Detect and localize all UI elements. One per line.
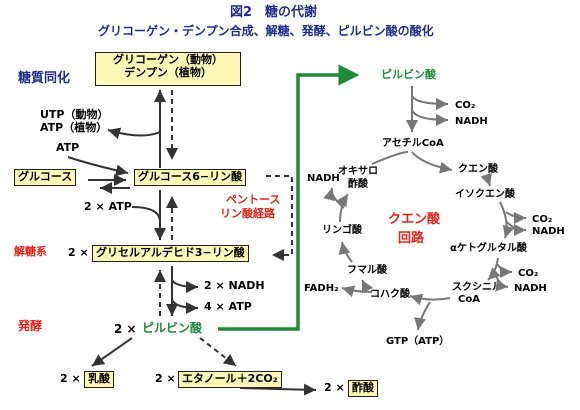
page-subtitle: グリコーゲン・デンプン合成、解糖、発酵、ピルビン酸の酸化 <box>98 24 434 38</box>
citrate-to-isocitrate-arrow <box>480 172 492 187</box>
glucose-phosphorylation-arrow <box>67 156 130 194</box>
tca-cycle-title-1: クエン酸 <box>388 212 441 227</box>
pentose-label: ペントース <box>226 193 281 206</box>
nadh-label-1: NADH <box>455 116 488 127</box>
succinyl-to-succinate-arrow <box>409 293 451 306</box>
atp-label: ATP <box>56 141 80 154</box>
glycogen-starch-box: グリコーゲン（動物） デンプン（植物） <box>95 52 241 86</box>
isocitrate-to-akg-arrow <box>499 201 515 239</box>
succinyl-label: スクシニル <box>452 282 502 293</box>
glucose-6-phosphate-box: グルコース6−リン酸 <box>134 169 247 186</box>
succinyl-coa-label: CoA <box>458 294 480 305</box>
akg-nadh-branch <box>494 273 509 292</box>
two-times-lactate-label: 2 × <box>60 372 81 385</box>
fadh2-label: FADH₂ <box>304 283 339 294</box>
oxaloacetate-label-2: 酢酸 <box>348 179 368 190</box>
atp-plant-label: ATP（植物） <box>40 121 108 134</box>
pentose-phosphate-arrow <box>266 175 293 261</box>
nadh-label-4: NADH <box>307 173 340 184</box>
two-times-g3p-label: 2 × <box>68 246 89 259</box>
ethanol-box: エタノール＋2CO₂ <box>178 371 282 388</box>
alpha-ketoglutarate-label: αケトグルタル酸 <box>450 243 527 254</box>
succinate-label: コハク酸 <box>370 289 410 300</box>
oxaloacetate-to-citrate-arrow <box>371 151 409 165</box>
ethanol-fermentation-arrow <box>199 337 237 367</box>
tca-pyruvate-label: ピルビン酸 <box>381 68 436 81</box>
gtp-label: GTP（ATP） <box>386 336 450 347</box>
glucose-box: グルコース <box>14 169 77 186</box>
acetate-box: 酢酸 <box>348 380 378 397</box>
glyceraldehyde-3-phosphate-box: グリセルアルデヒド3−リン酸 <box>92 245 249 262</box>
co2-label-1: CO₂ <box>455 100 476 111</box>
co2-label-3: CO₂ <box>518 268 539 279</box>
two-atp-label: 2 × ATP <box>84 200 132 213</box>
section-glycolysis: 解糖系 <box>14 245 47 258</box>
co2-label-2: CO₂ <box>532 214 553 225</box>
utp-animal-label: UTP（動物） <box>40 108 109 121</box>
glycogen-label: グリコーゲン（動物） <box>113 53 223 66</box>
gtp-branch <box>414 301 431 331</box>
malate-nadh-branch <box>323 187 345 209</box>
lactate-box: 乳酸 <box>84 371 114 388</box>
nadh-label-2: NADH <box>532 226 565 237</box>
two-nadh-label: 2 × NADH <box>204 279 265 292</box>
isocitrate-co2-branch <box>505 211 527 224</box>
oxaloacetate-label-1: オキサロ <box>338 166 378 177</box>
akg-to-succinyl-arrow <box>487 257 501 281</box>
isocitrate-nadh-branch <box>506 221 527 236</box>
fumarate-label: フマル酸 <box>347 265 387 276</box>
nadh-label-3: NADH <box>514 283 547 294</box>
malate-label: リンゴ酸 <box>322 225 362 236</box>
glycogen-synthesis-arrow <box>107 90 166 168</box>
succinate-to-fumarate-arrow <box>361 279 373 294</box>
citrate-label: クエン酸 <box>458 164 498 175</box>
page-title: 図2 糖の代謝 <box>230 5 318 20</box>
fumarate-to-malate-arrow <box>338 241 353 263</box>
starch-label: デンプン（植物） <box>124 65 212 79</box>
two-times-pyruvate-label: 2 × <box>114 322 137 336</box>
two-times-acetate-label: 2 × <box>324 381 345 394</box>
tca-cycle-title-2: 回路 <box>398 231 425 246</box>
glycolysis-arrow-upper <box>131 190 166 240</box>
phosphate-pathway-label: リン酸経路 <box>220 207 275 220</box>
acetate-arrow <box>239 383 317 396</box>
two-times-ethanol-label: 2 × <box>155 372 176 385</box>
section-fermentation: 発酵 <box>18 319 43 333</box>
pyruvate-to-mitochondria-arrow <box>218 64 360 331</box>
section-saccharide-assimilation: 糖質同化 <box>18 71 71 86</box>
pdh-co2-branch <box>411 95 449 110</box>
acetyl-coa-label: アセチルCoA <box>382 138 444 149</box>
glycolysis-arrow-lower <box>166 266 199 316</box>
akg-co2-branch <box>496 263 513 278</box>
pdh-nadh-branch <box>411 109 449 126</box>
isocitrate-label: イソクエン酸 <box>455 189 515 200</box>
four-atp-label: 4 × ATP <box>204 300 252 313</box>
pyruvate-label: ピルビン酸 <box>142 321 203 335</box>
fadh2-branch <box>341 285 373 298</box>
lactate-fermentation-arrow <box>91 337 133 367</box>
acetyl-coa-to-citrate-arrow <box>411 151 453 174</box>
